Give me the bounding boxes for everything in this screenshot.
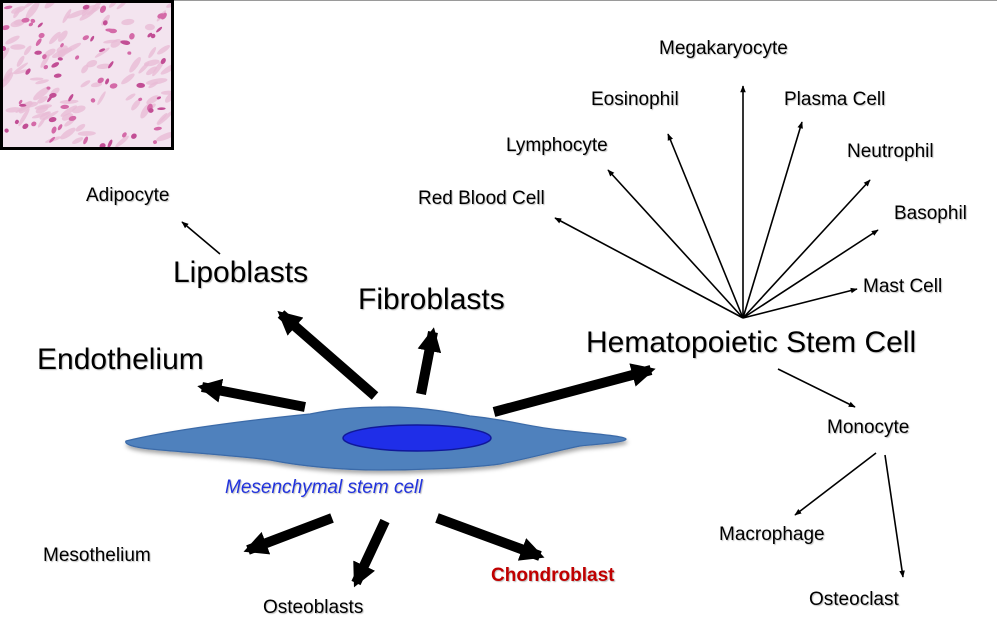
msc-nucleus xyxy=(342,424,492,452)
label-mesothelium: Mesothelium xyxy=(43,545,151,566)
label-hematopoietic-stem-cell: Hematopoietic Stem Cell xyxy=(586,326,917,359)
label-monocyte: Monocyte xyxy=(827,417,910,438)
label-macrophage: Macrophage xyxy=(719,524,825,545)
label-fibroblasts: Fibroblasts xyxy=(358,283,505,316)
label-lymphocyte: Lymphocyte xyxy=(506,135,608,156)
label-adipocyte: Adipocyte xyxy=(86,185,170,206)
arrow-lipoblasts-to-adipocyte xyxy=(181,221,221,255)
arrow-to-mesothelium xyxy=(243,513,334,555)
arrow-to-fibroblasts xyxy=(416,327,442,395)
label-endothelium: Endothelium xyxy=(37,343,204,376)
arrow-to-eosinophil xyxy=(667,133,744,319)
label-neutrophil: Neutrophil xyxy=(847,141,934,162)
label-basophil: Basophil xyxy=(894,203,967,224)
arrow-to-basophil xyxy=(742,229,879,319)
arrow-to-plasma-cell xyxy=(742,121,803,319)
arrow-to-lymphocyte xyxy=(607,169,744,319)
label-mast-cell: Mast Cell xyxy=(863,276,943,297)
arrow-to-chondroblast xyxy=(435,513,545,561)
arrow-to-endothelium xyxy=(197,378,306,412)
label-osteoclast: Osteoclast xyxy=(809,589,899,610)
arrow-to-hsc xyxy=(492,363,656,417)
label-chondroblast: Chondroblast xyxy=(491,565,615,586)
arrow-to-monocyte xyxy=(777,368,856,408)
top-divider xyxy=(174,0,997,1)
micrograph-icon xyxy=(3,3,171,147)
arrow-to-lipoblasts xyxy=(277,310,379,400)
micrograph-image xyxy=(0,0,174,150)
arrow-to-mast-cell xyxy=(742,287,858,319)
label-megakaryocyte: Megakaryocyte xyxy=(659,38,788,59)
label-lipoblasts: Lipoblasts xyxy=(173,256,309,289)
arrow-to-red-blood-cell xyxy=(554,217,744,319)
arrow-to-neutrophil xyxy=(742,179,871,319)
label-red-blood-cell: Red Blood Cell xyxy=(418,188,545,209)
label-eosinophil: Eosinophil xyxy=(591,89,679,110)
arrow-to-macrophage xyxy=(794,452,877,516)
label-osteoblasts: Osteoblasts xyxy=(263,597,364,618)
label-plasma-cell: Plasma Cell xyxy=(784,89,886,110)
arrow-to-osteoclast xyxy=(884,454,905,578)
label-mesenchymal-stem-cell: Mesenchymal stem cell xyxy=(225,477,423,498)
arrow-to-osteoblasts xyxy=(351,518,390,588)
